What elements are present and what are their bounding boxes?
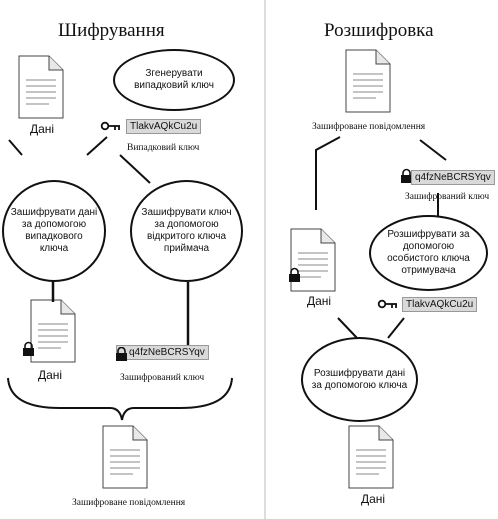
encrypt-data-label: Зашифрувати дані за допомогою випадковог… bbox=[10, 207, 98, 254]
encrypted-data-document-icon bbox=[30, 299, 76, 363]
encrypted-message-document-icon bbox=[102, 425, 148, 489]
connector-line bbox=[119, 154, 151, 184]
key-icon bbox=[100, 121, 121, 131]
decryption-title: Розшифровка bbox=[324, 20, 434, 41]
encrypted-message-caption: Зашифроване повідомлення bbox=[312, 122, 426, 132]
connector-line bbox=[419, 139, 447, 161]
decrypt-data-label: Розшифрувати дані за допомогою ключа bbox=[311, 367, 408, 391]
random-key-caption: Випадковий ключ bbox=[127, 143, 200, 153]
encrypted-message-document-icon bbox=[345, 49, 391, 113]
encrypted-key-caption: Зашифрований ключ bbox=[405, 192, 490, 202]
encrypted-data-caption: Дані bbox=[38, 368, 63, 382]
generate-key-label: Згенерувати випадковий ключ bbox=[134, 68, 214, 91]
curly-brace bbox=[7, 377, 233, 421]
encrypt-key-label: Зашифрувати ключ за допомогою відкритого… bbox=[141, 207, 232, 254]
data-document-icon bbox=[18, 55, 64, 119]
connector-line bbox=[337, 317, 358, 339]
encrypted-key-box: q4fzNeBCRSYqv bbox=[411, 170, 495, 185]
lock-icon bbox=[116, 347, 127, 361]
connector-line bbox=[387, 317, 405, 339]
connector-line bbox=[86, 136, 108, 156]
encryption-title: Шифрування bbox=[58, 20, 165, 41]
random-key-box: TlakvAQkCu2u bbox=[402, 297, 478, 312]
data-caption: Дані bbox=[30, 122, 55, 136]
encrypted-key-box: q4fzNeBCRSYqv bbox=[116, 345, 209, 360]
encrypted-message-caption: Зашифроване повідомлення bbox=[72, 498, 186, 508]
lock-icon bbox=[22, 341, 35, 357]
connector-line bbox=[8, 139, 23, 156]
generate-key-ellipse: Згенерувати випадковий ключ bbox=[113, 49, 235, 111]
encrypt-data-ellipse: Зашифрувати дані за допомогою випадковог… bbox=[2, 180, 106, 282]
decrypt-key-ellipse: Розшифрувати за допомогою особистого клю… bbox=[369, 215, 488, 291]
encrypted-key-caption: Зашифрований ключ bbox=[120, 373, 205, 383]
locked-data-caption: Дані bbox=[307, 294, 332, 308]
encrypted-key-value: q4fzNeBCRSYqv bbox=[129, 347, 205, 358]
decrypt-data-ellipse: Розшифрувати дані за допомогою ключа bbox=[301, 337, 418, 422]
decrypt-key-label: Розшифрувати за допомогою особистого клю… bbox=[387, 229, 470, 276]
key-icon bbox=[377, 299, 398, 309]
random-key-box: TlakvAQkCu2u bbox=[126, 119, 202, 134]
decrypted-data-document-icon bbox=[348, 425, 394, 489]
connector-line bbox=[315, 136, 341, 210]
decrypted-data-caption: Дані bbox=[361, 492, 386, 506]
encrypt-key-ellipse: Зашифрувати ключ за допомогою відкритого… bbox=[130, 180, 243, 282]
